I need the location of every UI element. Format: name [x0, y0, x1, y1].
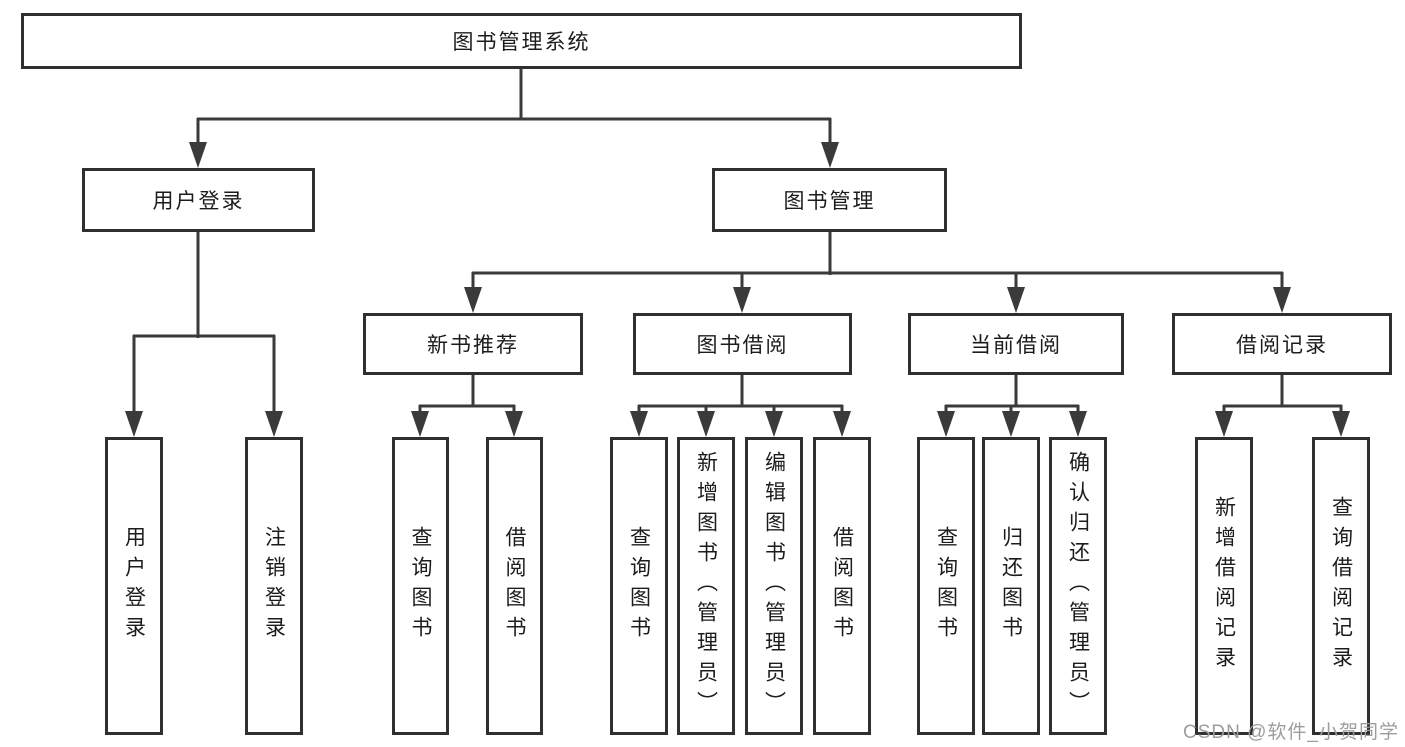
node-root-label: 图书管理系统: [452, 31, 591, 54]
node-current-borrow-label: 当前借阅: [970, 334, 1062, 357]
leaf-cb-confirm-return-admin: 确认归还（管理员）: [1049, 437, 1107, 735]
leaf-user-login-label: 用户登录: [122, 526, 146, 646]
node-borrow-records-label: 借阅记录: [1236, 334, 1328, 357]
leaf-bb-borrow-books: 借阅图书: [813, 437, 871, 735]
leaf-nb-borrow-books-label: 借阅图书: [503, 526, 527, 646]
node-borrow-records: 借阅记录: [1172, 313, 1392, 375]
node-user-login-label: 用户登录: [152, 190, 245, 213]
watermark: CSDN @软件_小贺同学: [1183, 722, 1399, 743]
leaf-br-add-record-label: 新增借阅记录: [1212, 496, 1236, 676]
leaf-bb-query-books-label: 查询图书: [627, 526, 651, 646]
leaf-bb-edit-books-admin: 编辑图书（管理员）: [745, 437, 803, 735]
leaf-nb-query-books: 查询图书: [392, 437, 449, 735]
leaf-nb-query-books-label: 查询图书: [409, 526, 433, 646]
leaf-logout: 注销登录: [245, 437, 303, 735]
node-root: 图书管理系统: [21, 13, 1022, 69]
node-book-management: 图书管理: [712, 168, 947, 232]
node-book-management-label: 图书管理: [783, 190, 876, 213]
leaf-bb-add-books-admin: 新增图书（管理员）: [677, 437, 735, 735]
node-book-borrow-label: 图书借阅: [696, 334, 789, 357]
leaf-user-login: 用户登录: [105, 437, 163, 735]
leaf-bb-add-books-admin-label: 新增图书（管理员）: [694, 451, 718, 721]
node-new-book-recommend-label: 新书推荐: [427, 334, 519, 357]
leaf-logout-label: 注销登录: [262, 526, 286, 646]
leaf-nb-borrow-books: 借阅图书: [486, 437, 543, 735]
node-current-borrow: 当前借阅: [908, 313, 1124, 375]
leaf-br-add-record: 新增借阅记录: [1195, 437, 1253, 735]
node-book-borrow: 图书借阅: [633, 313, 852, 375]
leaf-cb-confirm-return-admin-label: 确认归还（管理员）: [1066, 451, 1090, 721]
connector-arrowheads: [125, 142, 1350, 437]
leaf-bb-query-books: 查询图书: [610, 437, 668, 735]
leaf-cb-query-books: 查询图书: [917, 437, 975, 735]
leaf-bb-edit-books-admin-label: 编辑图书（管理员）: [762, 451, 786, 721]
node-new-book-recommend: 新书推荐: [363, 313, 583, 375]
leaf-cb-query-books-label: 查询图书: [934, 526, 958, 646]
leaf-cb-return-books: 归还图书: [982, 437, 1040, 735]
leaf-br-query-record: 查询借阅记录: [1312, 437, 1370, 735]
leaf-bb-borrow-books-label: 借阅图书: [830, 526, 854, 646]
leaf-cb-return-books-label: 归还图书: [999, 526, 1023, 646]
node-user-login: 用户登录: [82, 168, 315, 232]
leaf-br-query-record-label: 查询借阅记录: [1329, 496, 1353, 676]
